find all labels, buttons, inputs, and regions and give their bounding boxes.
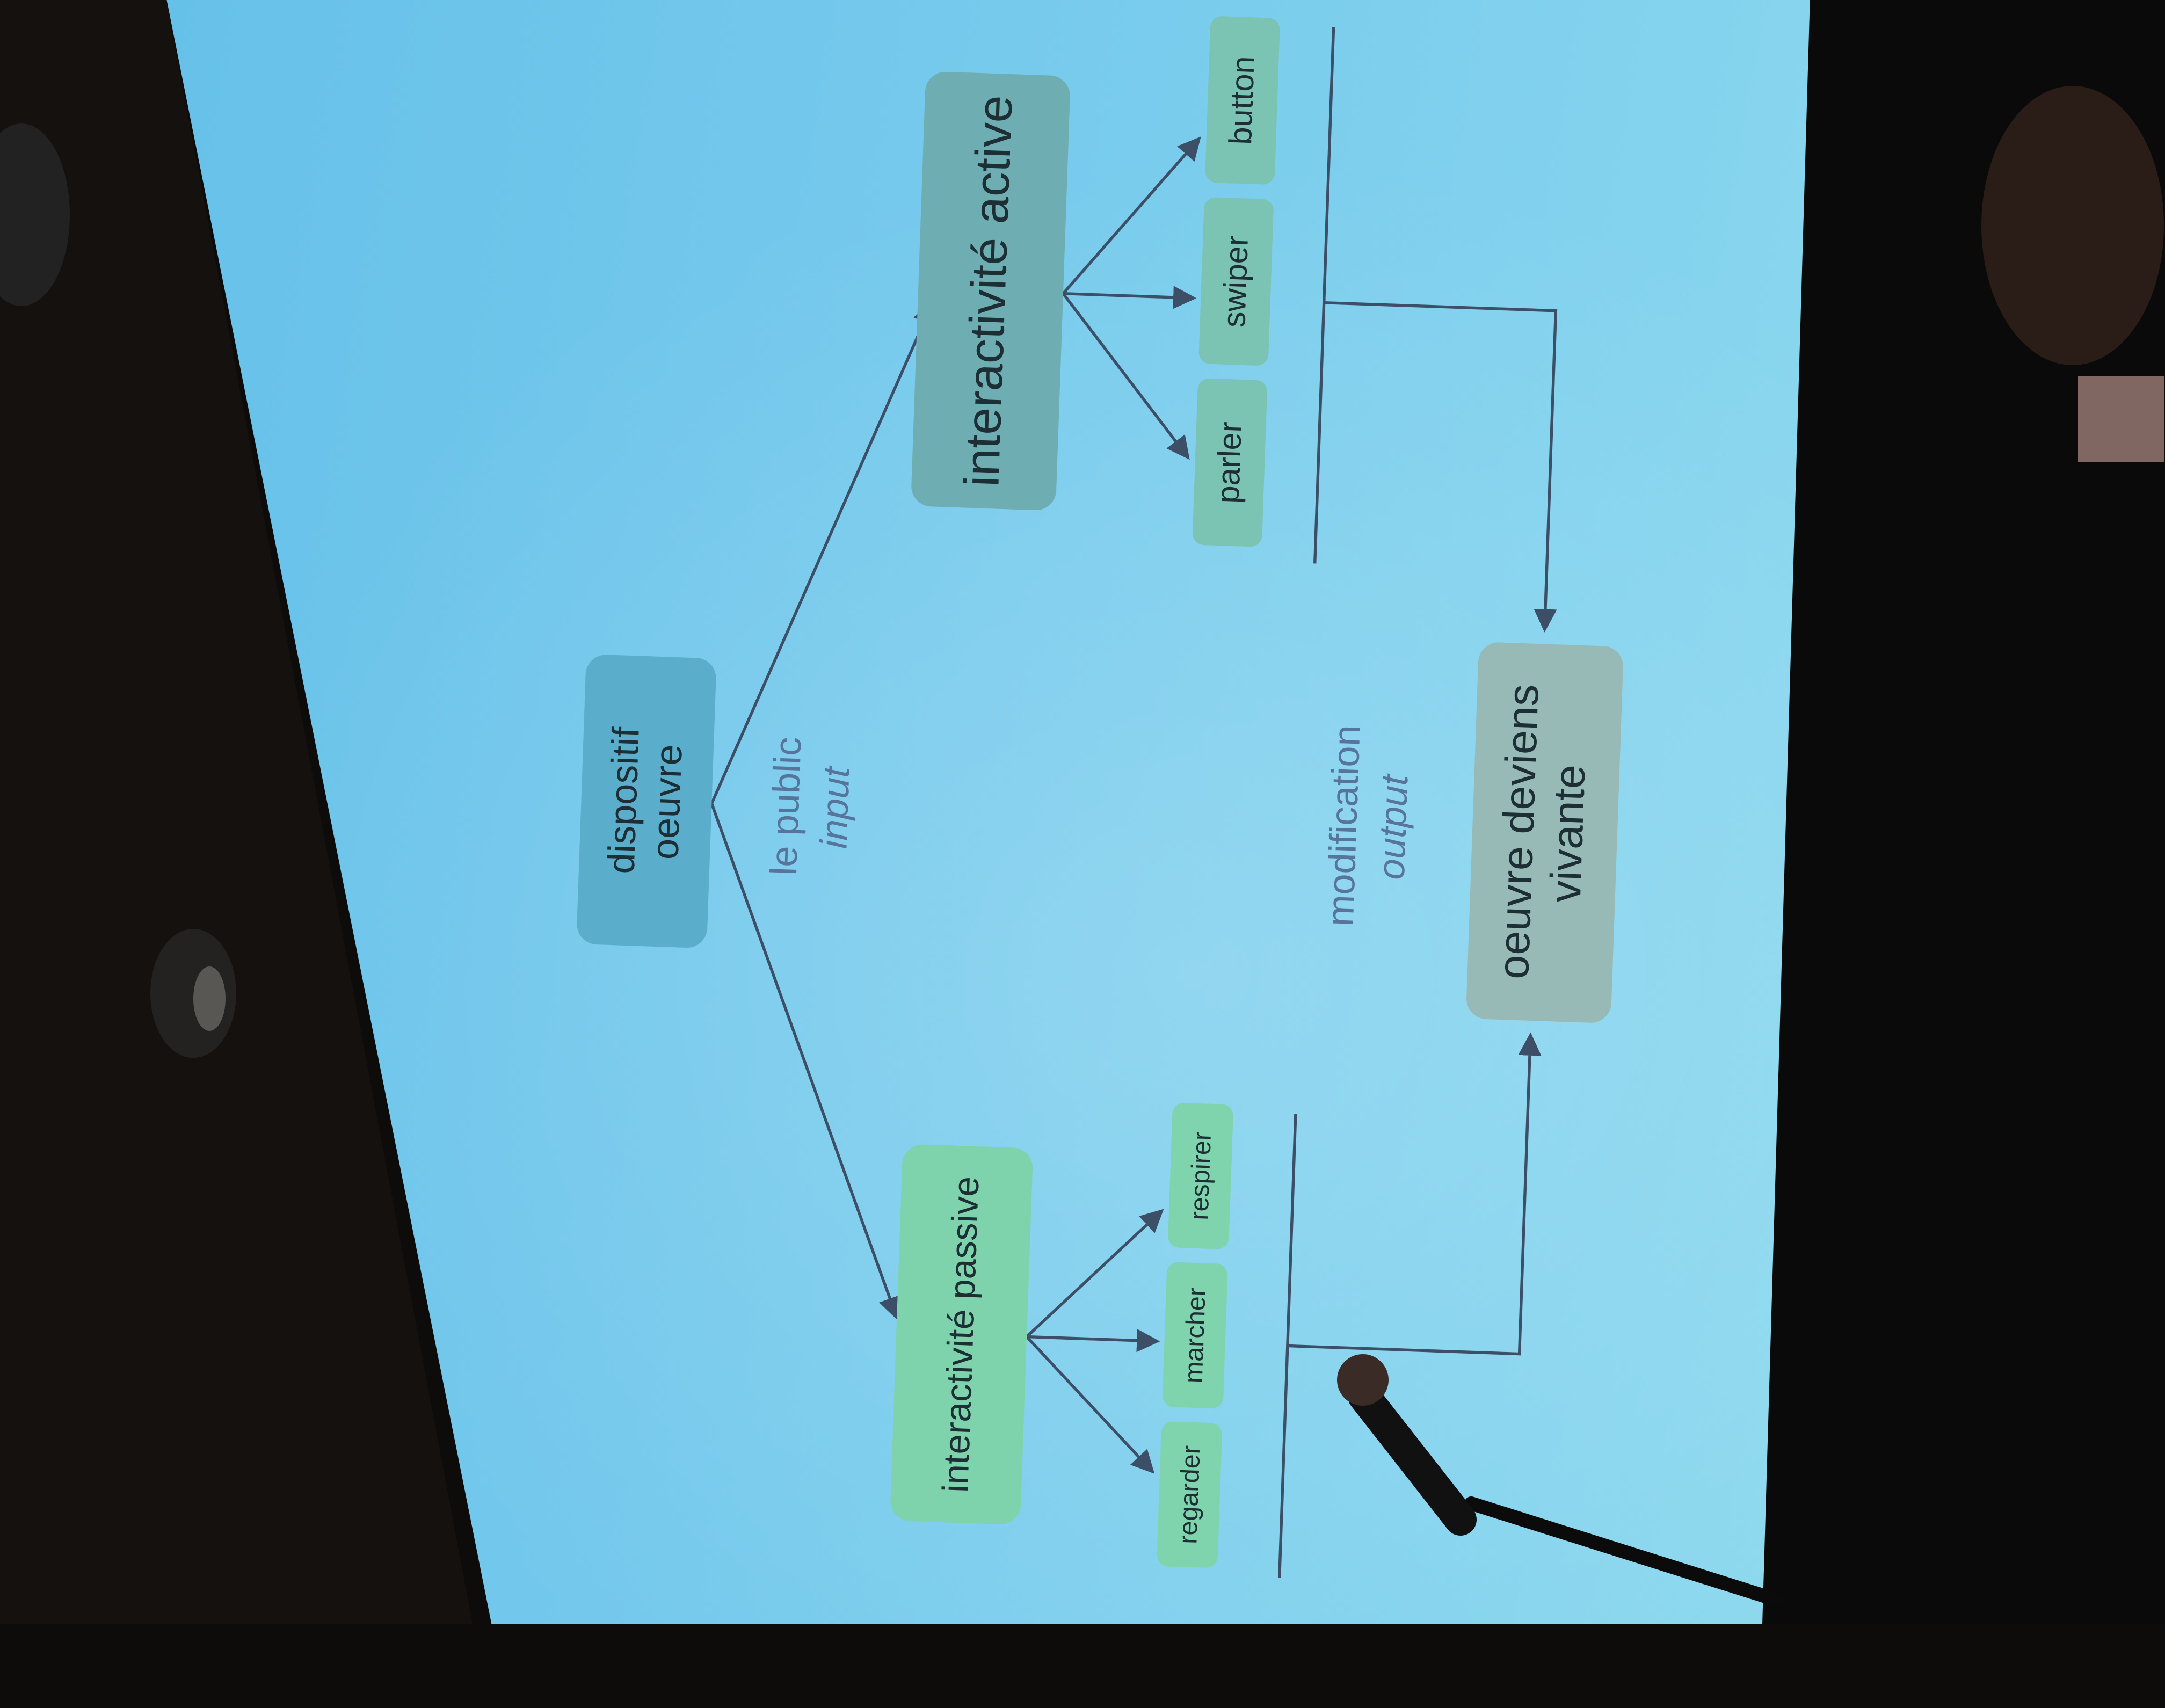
mic-head — [1337, 1354, 1389, 1406]
arrow-active-swiper — [1063, 286, 1197, 309]
arrow-passive-marcher — [1027, 1329, 1160, 1353]
arrow-active-to-result — [1324, 301, 1558, 633]
mic-body — [1348, 1380, 1477, 1536]
right-dark-area — [1761, 0, 2165, 1624]
passive-bracket — [1278, 1114, 1297, 1578]
stage-light-lens — [193, 966, 226, 1031]
arrow-passive-respirer — [1026, 1209, 1164, 1338]
speaker-silhouette — [0, 123, 70, 306]
mic-stand-pole — [1464, 1496, 1784, 1607]
dark-room-background — [0, 0, 2165, 1624]
diagram-arrows — [710, 27, 1558, 1578]
arrow-passive-to-result — [1287, 1032, 1542, 1356]
arrow-passive-regarder — [1026, 1335, 1155, 1474]
microphone-stand — [1337, 1354, 1784, 1607]
person-head-silhouette — [1981, 86, 2164, 365]
person-shoulder — [2078, 376, 2164, 462]
left-wall-shadow — [0, 0, 473, 1624]
room-silhouettes — [0, 0, 2165, 1624]
projected-slide: dispositif oeuvre le public input intera… — [391, 0, 1756, 1708]
active-bracket — [1313, 27, 1335, 564]
arrow-root-to-passive — [710, 803, 901, 1321]
arrow-active-parler — [1062, 293, 1190, 460]
arrow-active-button — [1062, 136, 1201, 295]
arrow-root-to-active — [710, 301, 935, 804]
